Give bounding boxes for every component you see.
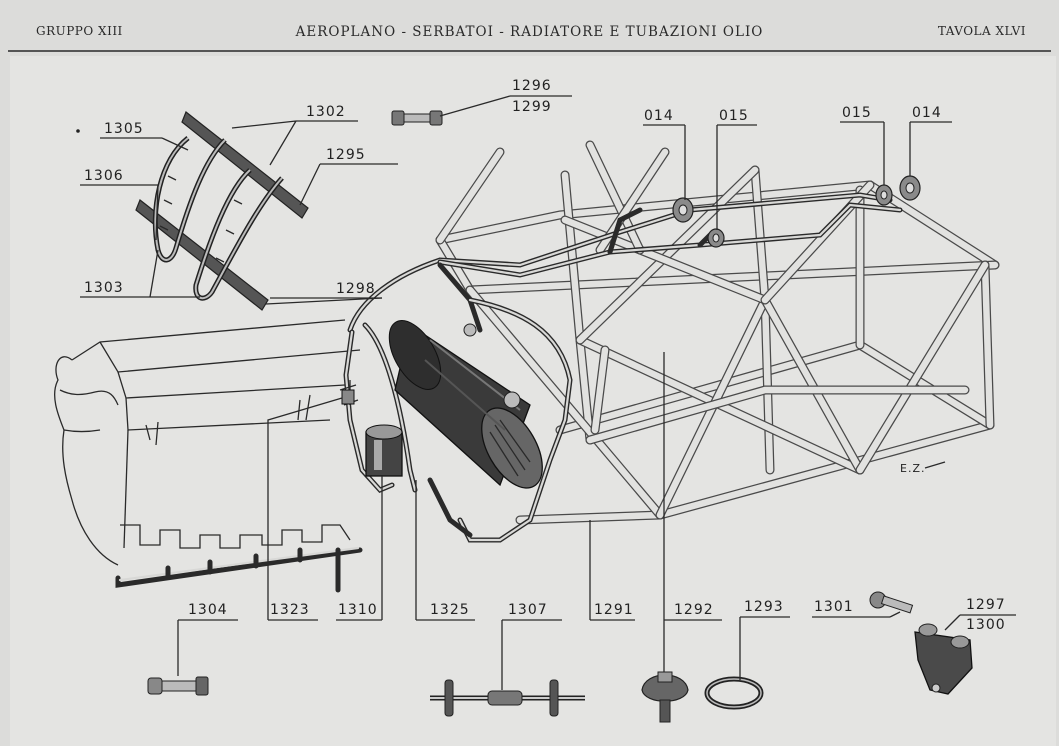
label-1293: 1293 — [744, 599, 784, 615]
label-1297: 1297 — [966, 597, 1006, 613]
label-1299: 1299 — [512, 99, 552, 115]
bolt-1296 — [391, 110, 443, 126]
label-1303: 1303 — [84, 280, 124, 296]
plate-title: AEROPLANO - SERBATOI - RADIATORE E TUBAZ… — [295, 24, 764, 40]
fuselage-frame: E.Z. — [435, 140, 1000, 525]
engine-block — [54, 319, 363, 593]
label-1302: 1302 — [306, 104, 346, 120]
hose-brackets — [76, 111, 309, 311]
label-1304: 1304 — [188, 602, 228, 618]
label-1307: 1307 — [508, 602, 548, 618]
label-015-right: 015 — [842, 105, 872, 121]
plate-number: TAVOLA XLVI — [937, 24, 1026, 38]
label-015-left: 015 — [719, 108, 749, 124]
label-1291: 1291 — [594, 602, 634, 618]
callout-labels: 1296 1299 1302 1305 1295 1306 1303 1298 … — [84, 78, 1006, 633]
label-1295: 1295 — [326, 147, 366, 163]
fitting-1307 — [430, 679, 585, 717]
label-1305: 1305 — [104, 121, 144, 137]
group-label: GRUPPO XIII — [36, 24, 123, 38]
oil-piping — [343, 192, 903, 543]
pipe-valves — [672, 175, 921, 248]
label-014-left: 014 — [644, 108, 674, 124]
drawing-paper — [10, 56, 1056, 746]
label-014-right: 014 — [912, 105, 942, 121]
gasket-1293 — [704, 676, 764, 710]
plate-header: GRUPPO XIII AEROPLANO - SERBATOI - RADIA… — [0, 0, 1059, 52]
label-1298: 1298 — [336, 281, 376, 297]
leader-lines — [80, 95, 1016, 690]
header-rule — [8, 50, 1051, 52]
oil-radiator — [388, 320, 543, 489]
label-1323: 1323 — [270, 602, 310, 618]
drain-plug-1292 — [641, 671, 689, 723]
label-1300: 1300 — [966, 617, 1006, 633]
label-1301: 1301 — [814, 599, 854, 615]
label-1292: 1292 — [674, 602, 714, 618]
oil-filter — [339, 380, 403, 477]
label-1325: 1325 — [430, 602, 470, 618]
label-1306: 1306 — [84, 168, 124, 184]
bolt-1304 — [147, 676, 209, 696]
label-1310: 1310 — [338, 602, 378, 618]
draftsman-signature: E.Z. — [900, 462, 925, 475]
label-1296: 1296 — [512, 78, 552, 94]
mount-1297 — [869, 591, 973, 695]
